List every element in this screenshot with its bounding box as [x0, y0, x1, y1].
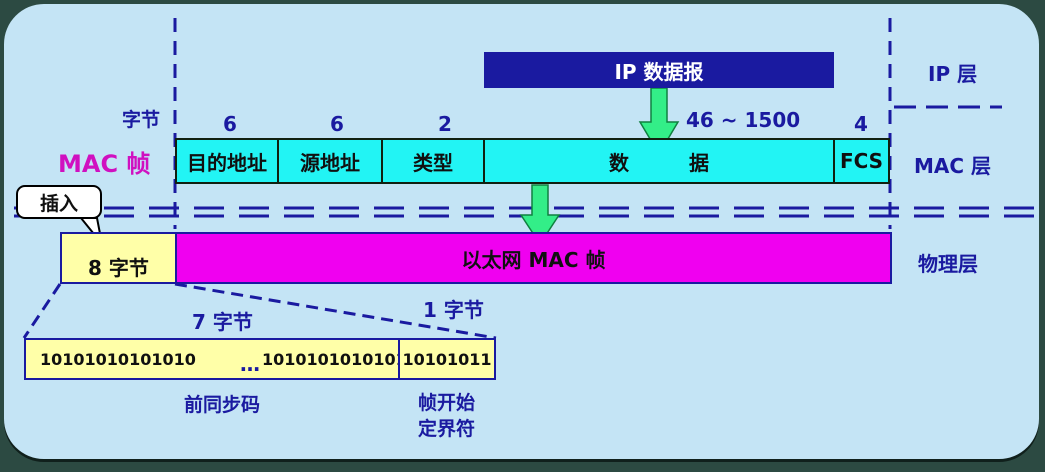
mac-field-data-label: 数 据: [609, 150, 709, 175]
sfd-label-line2: 定界符: [418, 418, 476, 440]
diagram-panel: IP 层 MAC 层 物理层 IP 数据报 MAC 帧 字节 6 6 2 46 …: [4, 4, 1039, 459]
mac-field-src-label: 源地址: [300, 150, 360, 175]
sync-bits-ellipsis: …: [240, 352, 260, 376]
ip-datagram-box: IP 数据报: [484, 52, 834, 88]
sync-size-label: 7 字节: [192, 310, 253, 334]
field-size-src: 6: [330, 112, 344, 136]
byte-unit-label: 字节: [122, 109, 161, 131]
sync-label: 前同步码: [184, 394, 261, 416]
insert-callout-label: 插入: [39, 192, 78, 215]
ethernet-frame-label: 以太网 MAC 帧: [461, 247, 606, 272]
field-size-type: 2: [438, 112, 452, 136]
mac-field-dest-label: 目的地址: [187, 150, 267, 175]
layer-label-physical: 物理层: [918, 252, 978, 276]
sfd-size-label: 1 字节: [423, 298, 484, 322]
sync-bits-right: 10101010101010: [262, 350, 418, 369]
sfd-bits: 10101011: [402, 349, 492, 369]
preamble-size-label: 8 字节: [88, 255, 149, 280]
layer-label-mac: MAC 层: [914, 154, 992, 178]
mac-field-dest: 目的地址: [175, 138, 279, 184]
expand-line-left: [22, 283, 62, 339]
mac-field-type: 类型: [381, 138, 485, 184]
sync-bits-left: 10101010101010: [40, 350, 196, 369]
insert-callout: 插入: [16, 185, 102, 219]
layer-label-ip: IP 层: [928, 62, 978, 86]
expand-line-right: [174, 282, 497, 340]
arrow-mac-to-physical: [519, 184, 561, 246]
ethernet-frame-box: 以太网 MAC 帧: [175, 232, 892, 284]
field-size-data: 46 ~ 1500: [686, 108, 801, 132]
sfd-label-line1: 帧开始: [418, 392, 476, 414]
mac-field-src: 源地址: [277, 138, 383, 184]
mac-frame-title: MAC 帧: [58, 150, 151, 178]
field-size-fcs: 4: [854, 112, 868, 136]
mac-field-type-label: 类型: [413, 150, 453, 175]
preamble-box: 8 字节: [60, 232, 177, 284]
mac-field-fcs: FCS: [833, 138, 890, 184]
mac-field-fcs-label: FCS: [839, 149, 884, 173]
ip-datagram-label: IP 数据报: [614, 59, 704, 84]
sfd-bits-box: 10101011: [398, 338, 496, 380]
sync-bits-box: 10101010101010 … 10101010101010: [24, 338, 418, 380]
mac-field-data: 数 据: [483, 138, 835, 184]
field-size-dest: 6: [223, 112, 237, 136]
